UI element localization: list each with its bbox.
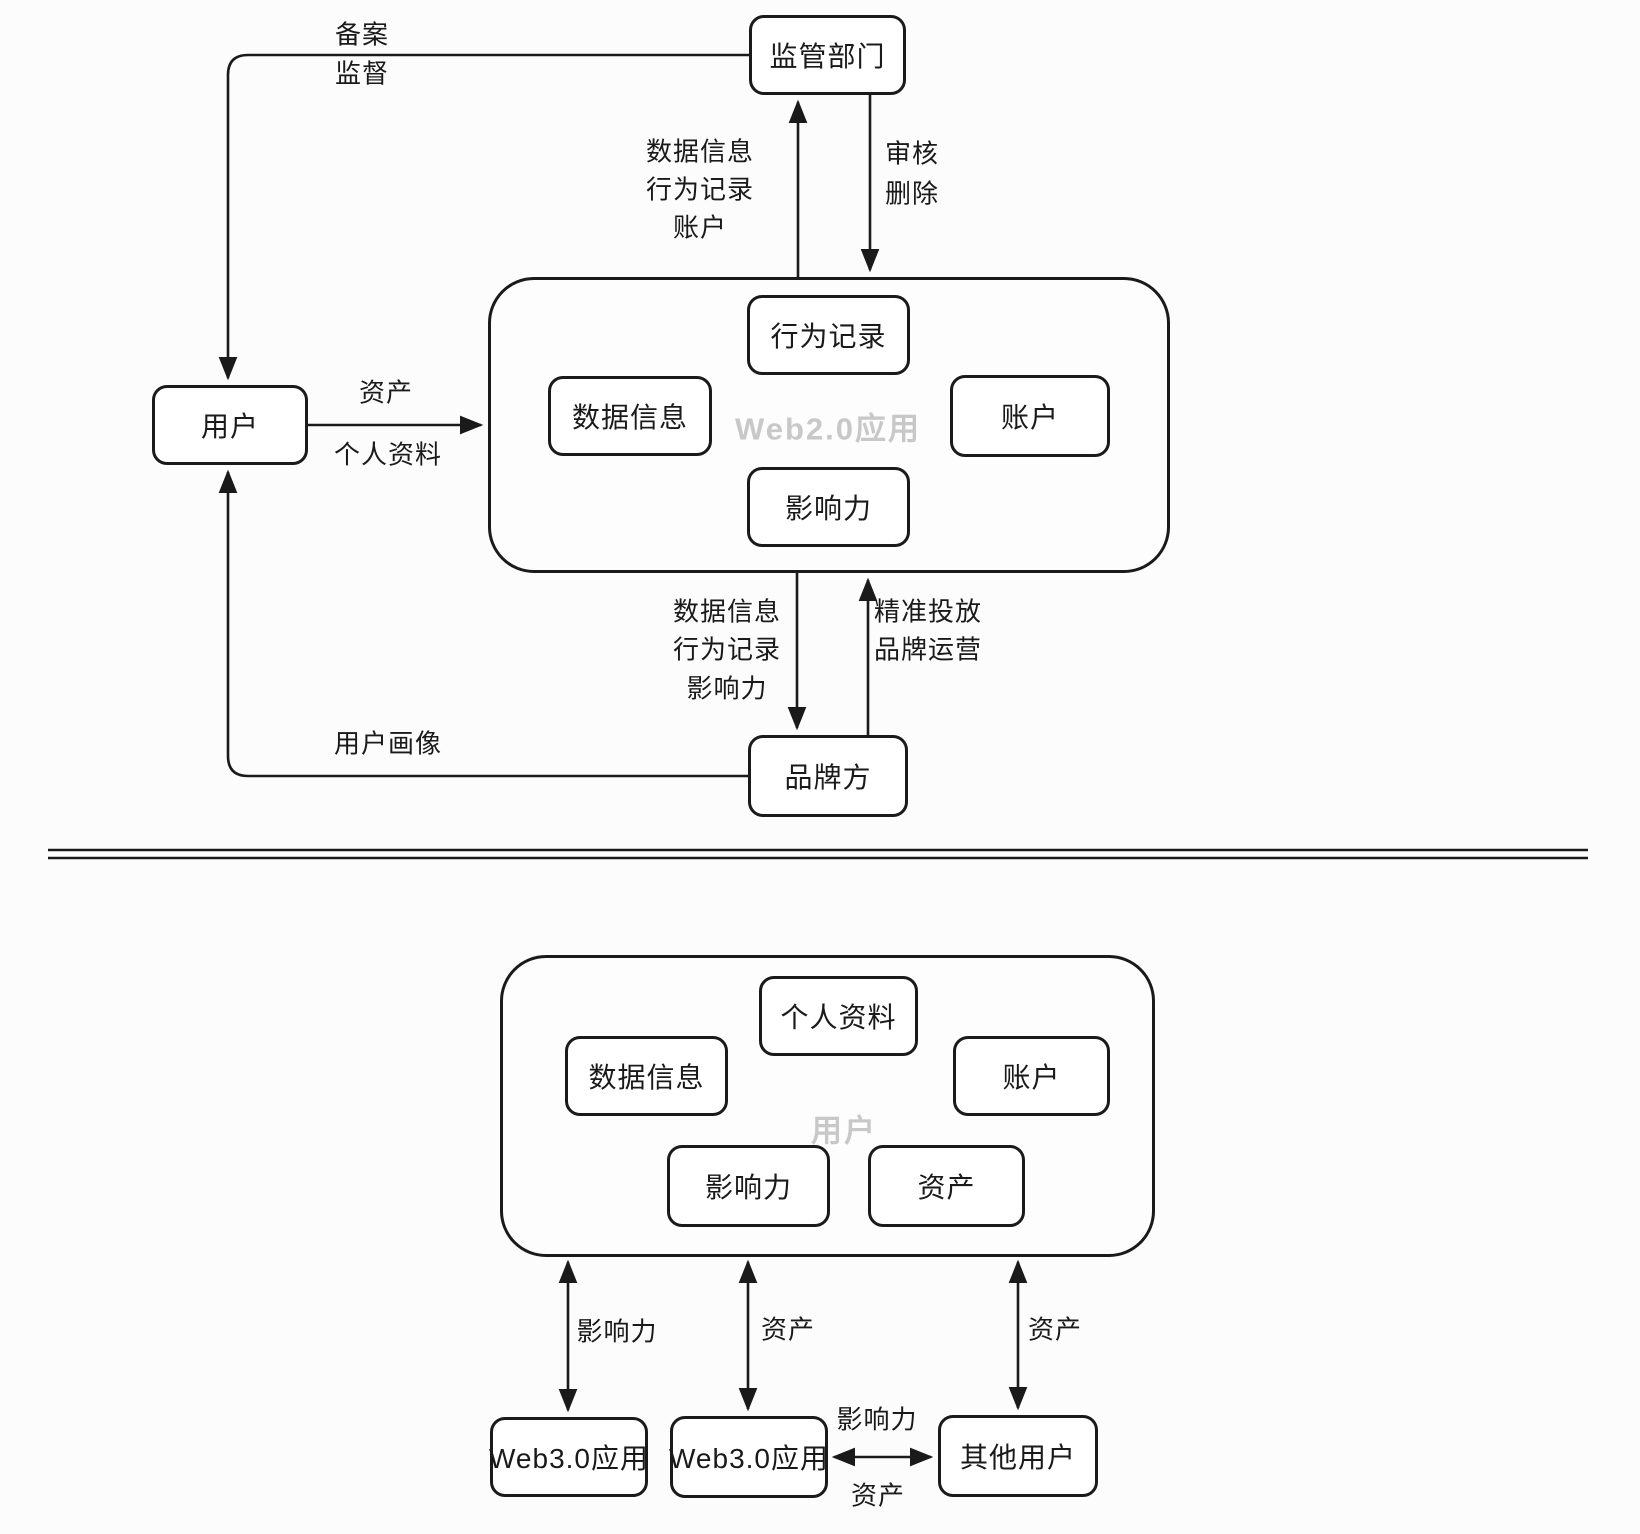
node-other-users: 其他用户 <box>938 1415 1098 1497</box>
node-regulator: 监管部门 <box>749 15 906 95</box>
edge-label-filing: 备案 <box>334 19 390 50</box>
edge-label-report-1: 数据信息 <box>645 136 755 167</box>
edge-label-asset-mid: 资产 <box>760 1314 816 1345</box>
edge-label-p2p-asset: 资产 <box>850 1480 906 1511</box>
edge-label-to-brand-3: 影响力 <box>686 673 768 704</box>
edge-label-asset: 资产 <box>358 377 414 408</box>
node-account: 账户 <box>950 375 1110 457</box>
edge-label-brand-ops: 品牌运营 <box>873 634 983 665</box>
edge-label-asset-right: 资产 <box>1027 1314 1083 1345</box>
node-user: 用户 <box>152 385 308 465</box>
edge-label-to-brand-1: 数据信息 <box>672 596 782 627</box>
node-behavior-record: 行为记录 <box>747 295 910 375</box>
edge-label-report-2: 行为记录 <box>645 174 755 205</box>
node-influence: 影响力 <box>747 467 910 547</box>
edge-label-influence-left: 影响力 <box>576 1316 658 1347</box>
edge-label-supervise: 监督 <box>334 58 390 89</box>
node-data-info-b: 数据信息 <box>565 1036 728 1116</box>
edge-label-portrait: 用户画像 <box>333 728 443 759</box>
edge-label-precise-ads: 精准投放 <box>873 596 983 627</box>
edge-label-p2p-influence: 影响力 <box>836 1404 918 1435</box>
node-web3-app-mid: Web3.0应用 <box>669 1416 828 1498</box>
edge-label-to-brand-2: 行为记录 <box>672 634 782 665</box>
node-account-b: 账户 <box>953 1036 1110 1116</box>
node-data-info: 数据信息 <box>548 376 712 456</box>
node-brand: 品牌方 <box>748 735 908 817</box>
node-influence-b: 影响力 <box>667 1145 830 1227</box>
edge-label-profile: 个人资料 <box>333 439 443 470</box>
edge-label-report-3: 账户 <box>672 212 728 243</box>
edge-label-audit: 审核 <box>884 138 940 169</box>
web3-user-ghost-label: 用户 <box>811 1113 877 1149</box>
web2-app-ghost-label: Web2.0应用 <box>735 411 921 447</box>
node-asset-b: 资产 <box>868 1145 1025 1227</box>
edge-label-delete: 删除 <box>884 178 940 209</box>
connector-regulator-to-user <box>218 53 749 381</box>
node-web3-app-left: Web3.0应用 <box>489 1417 648 1497</box>
node-profile-b: 个人资料 <box>759 976 918 1056</box>
connector-brand-to-user <box>218 469 748 778</box>
